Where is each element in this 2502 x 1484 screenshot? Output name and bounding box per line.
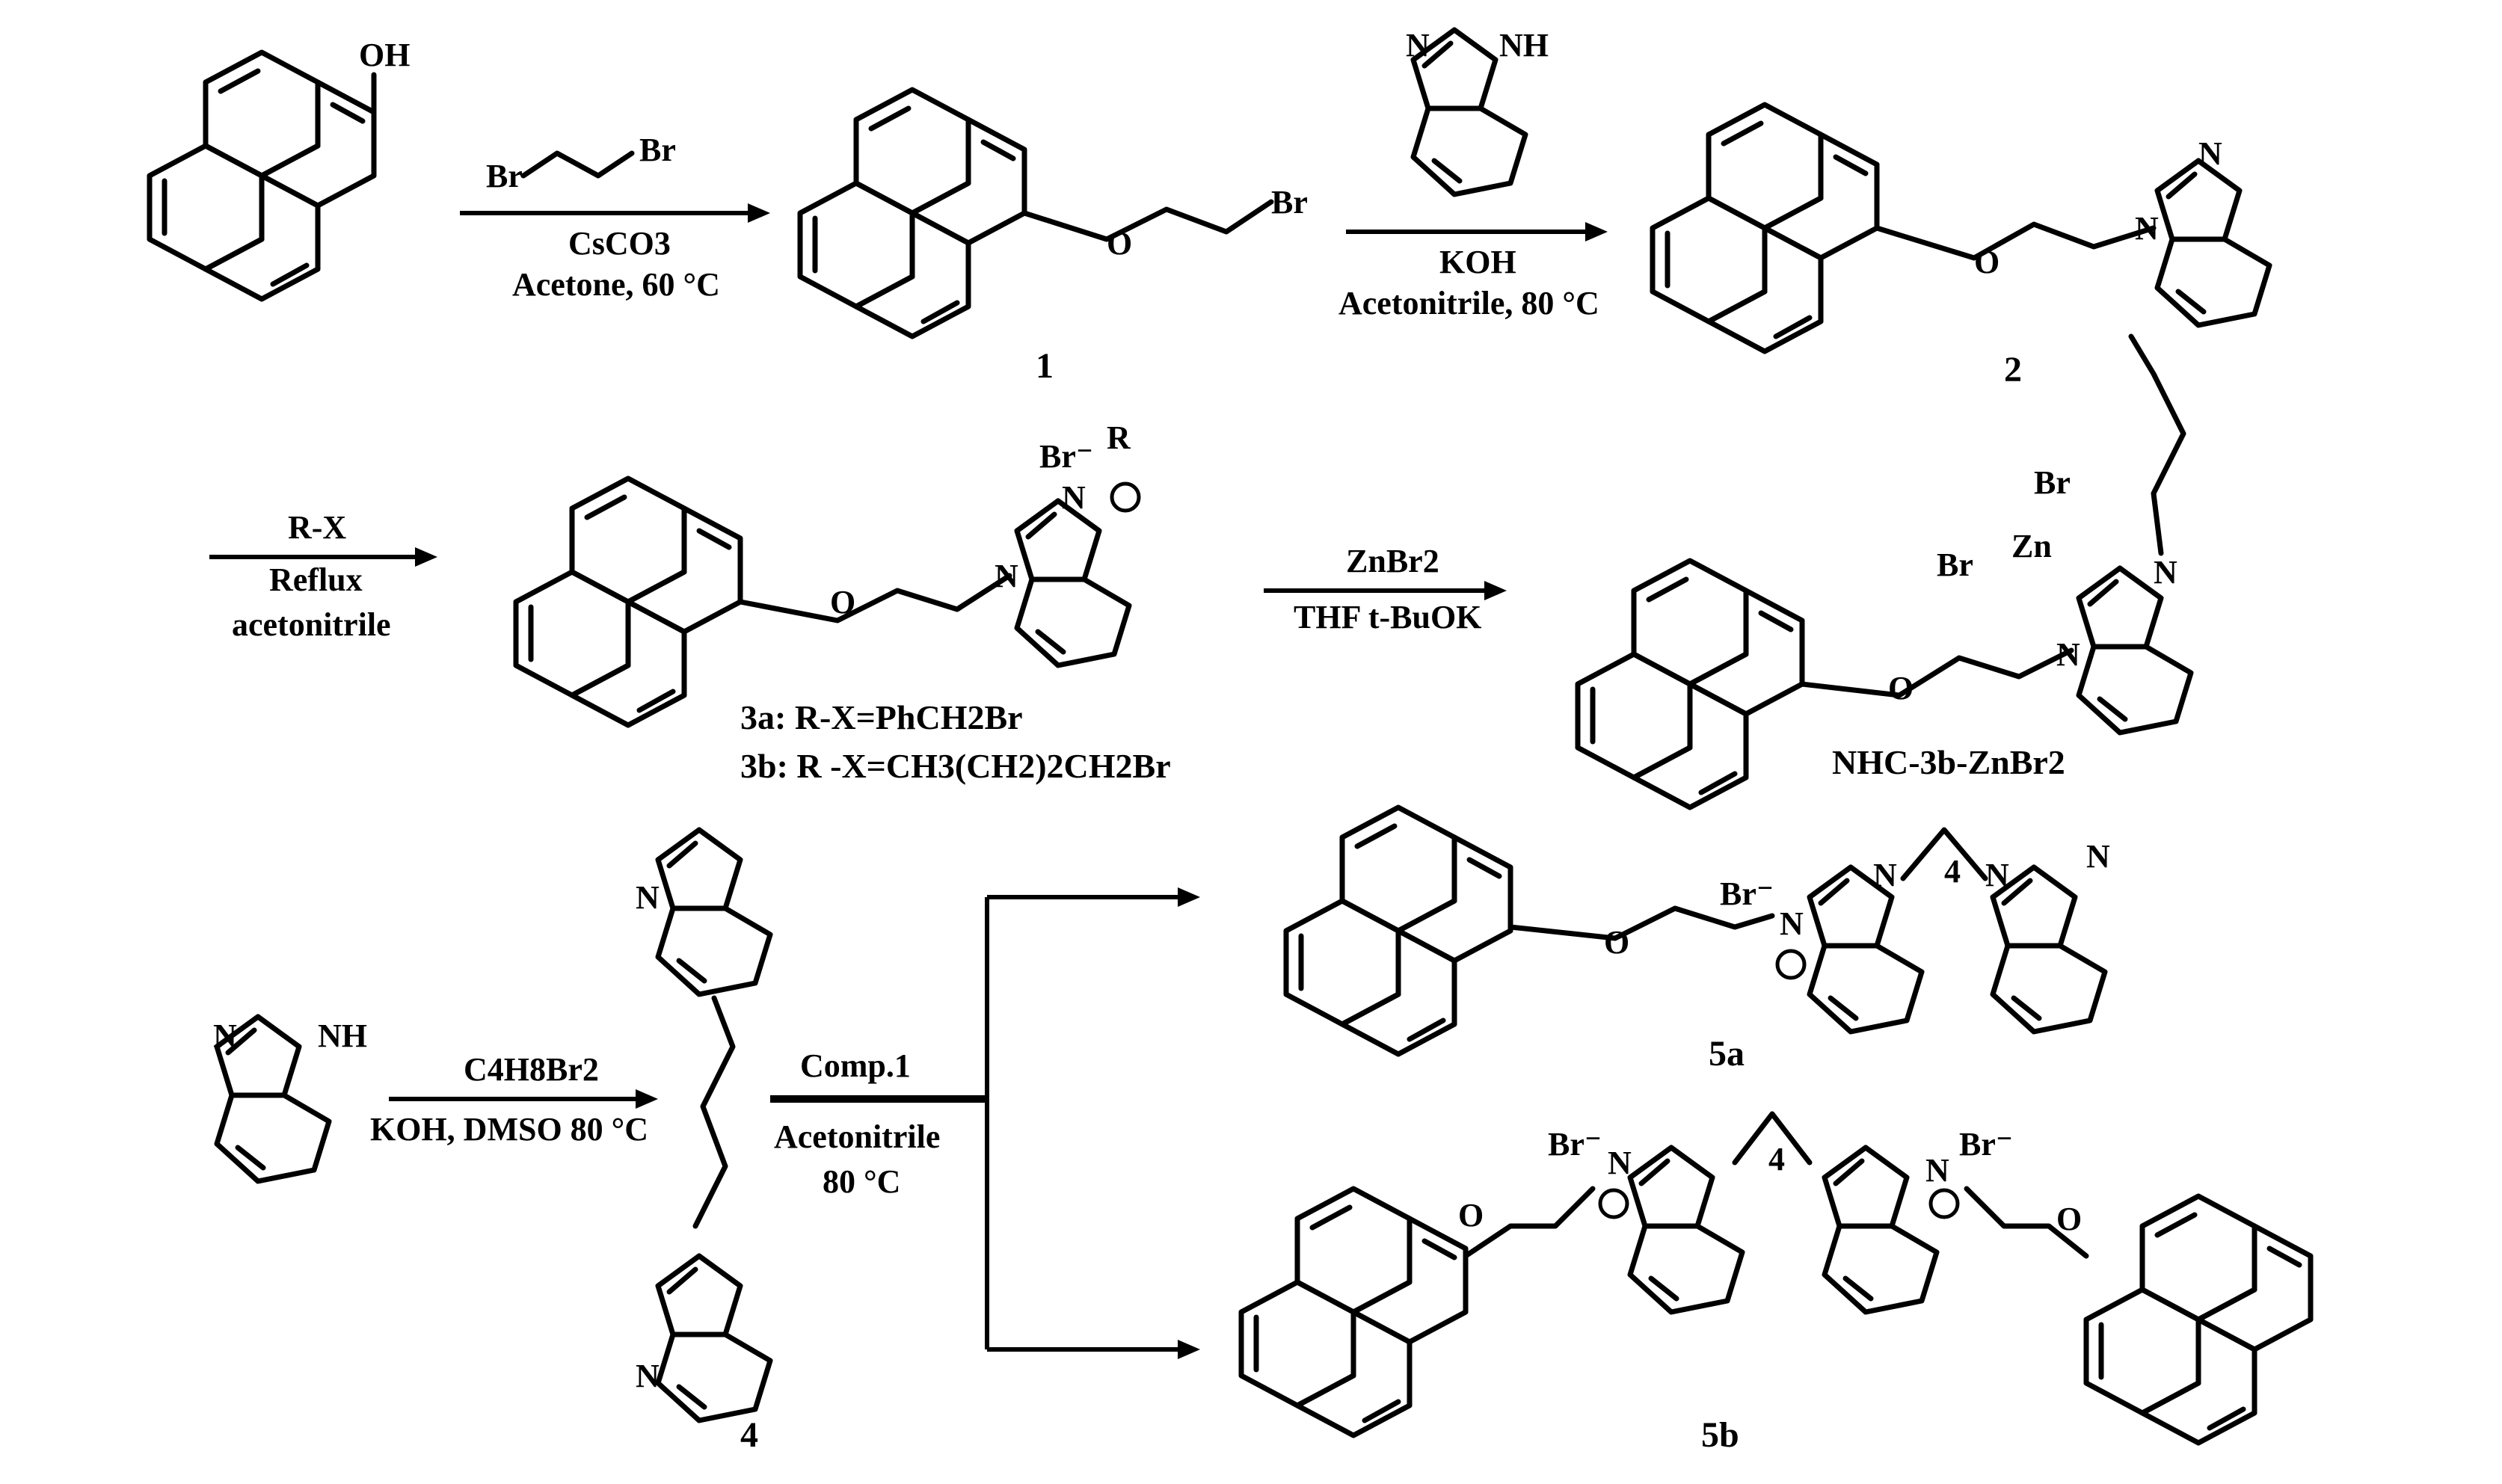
- c4-n-top: N: [636, 879, 660, 916]
- c5b-positive-charge-right-icon: [1928, 1188, 1960, 1219]
- c4-number: 4: [740, 1415, 758, 1455]
- c4-n-bottom: N: [636, 1358, 660, 1394]
- step3-conditions: R-X Reflux acetonitrile: [209, 509, 437, 643]
- step2-base: KOH: [1439, 244, 1516, 280]
- hydroxyl-label: OH: [359, 37, 410, 73]
- benzimidazole-start: N NH: [213, 1017, 367, 1181]
- c5b-linker-count: 4: [1768, 1141, 1785, 1177]
- c5b-oxygen-left: O: [1458, 1197, 1484, 1234]
- step6-conditions: Comp.1 Acetonitrile 80 °C: [770, 887, 1200, 1359]
- step2-n: N: [1406, 27, 1430, 64]
- compound-1: O Br 1: [800, 90, 1308, 386]
- c5b-oxygen-right: O: [2056, 1201, 2082, 1237]
- compound-5a: O Br⁻ N N 4 N N 5a: [1286, 807, 2110, 1074]
- c5b-bromide-right: Br⁻: [1959, 1126, 2013, 1163]
- step3-reflux: Reflux: [269, 561, 363, 598]
- c5a-n-linker: N: [1873, 857, 1897, 893]
- bzim-n: N: [213, 1017, 237, 1054]
- c5a-n-far: N: [2086, 838, 2110, 875]
- step4-solvent-base: THF t-BuOK: [1294, 599, 1481, 635]
- c5b-n-left: N: [1608, 1145, 1632, 1181]
- c2-number: 2: [2004, 350, 2022, 390]
- c5b-number: 5b: [1701, 1415, 1739, 1455]
- c5a-number: 5a: [1709, 1034, 1745, 1074]
- bzim-nh: NH: [318, 1017, 367, 1054]
- c1-oxygen: O: [1107, 225, 1132, 262]
- step6-solvent: Acetonitrile: [774, 1118, 940, 1155]
- nhc-label: NHC-3b-ZnBr2: [1832, 743, 2065, 781]
- step1-solvent: Acetone, 60 °C: [512, 266, 720, 303]
- c5b-bromide-left: Br⁻: [1548, 1126, 1602, 1163]
- c5b-positive-charge-left-icon: [1598, 1188, 1629, 1219]
- c2-oxygen: O: [1974, 244, 2000, 280]
- step5-conditions: C4H8Br2 KOH, DMSO 80 °C: [370, 1051, 658, 1148]
- c5a-linker-count: 4: [1944, 853, 1961, 890]
- c3-n-plus: N: [1062, 479, 1086, 516]
- c3-n: N: [995, 558, 1018, 594]
- step5-solvent: KOH, DMSO 80 °C: [370, 1111, 648, 1148]
- c5a-oxygen: O: [1604, 924, 1629, 961]
- step3-solvent: acetonitrile: [232, 606, 391, 643]
- step4-reagent: ZnBr2: [1346, 543, 1439, 579]
- step2-nh: NH: [1499, 27, 1549, 64]
- step1-reagent-br-right: Br: [639, 132, 676, 168]
- nhc-zn-complex: O N N Zn Br Br NHC-3b-ZnBr2: [1578, 333, 2191, 807]
- c5a-bromide: Br⁻: [1720, 875, 1774, 912]
- step5-reagent: C4H8Br2: [464, 1051, 599, 1088]
- step6-reagent: Comp.1: [800, 1047, 911, 1084]
- step1-conditions: Br Br CsCO3 Acetone, 60 °C: [460, 132, 770, 303]
- c3-bromide: Br⁻: [1039, 438, 1093, 475]
- nhc-bromine-top: Br: [2034, 464, 2071, 501]
- nhc-zinc: Zn: [2011, 528, 2052, 564]
- c1-bromine: Br: [1271, 184, 1308, 221]
- c2-n1: N: [2135, 210, 2159, 247]
- step4-conditions: ZnBr2 THF t-BuOK: [1264, 543, 1507, 635]
- step3-reagent: R-X: [288, 509, 346, 546]
- compound-5b: O Br⁻ N 4 N Br⁻ O 5b: [1241, 1111, 2311, 1455]
- pyrenol: OH: [150, 37, 410, 299]
- c3b-note: 3b: R -X=CH3(CH2)2CH2Br: [740, 747, 1171, 785]
- c1-number: 1: [1036, 346, 1054, 386]
- c3-r-group: R: [1107, 419, 1131, 456]
- c5b-n-right: N: [1925, 1152, 1949, 1189]
- c3a-note: 3a: R-X=PhCH2Br: [740, 698, 1023, 736]
- step2-solvent: Acetonitrile, 80 °C: [1338, 285, 1599, 321]
- step1-base: CsCO3: [568, 225, 671, 262]
- nhc-n1: N: [2154, 554, 2177, 591]
- c3-positive-charge-icon: [1110, 481, 1141, 513]
- step6-temperature: 80 °C: [823, 1163, 900, 1200]
- compound-4: N N 4: [636, 830, 770, 1455]
- compound-2: O N N 2: [1653, 105, 2269, 390]
- step1-reagent-br-left: Br: [486, 158, 523, 194]
- c3-oxygen: O: [830, 584, 855, 621]
- c2-n2: N: [2198, 135, 2222, 172]
- nhc-oxygen: O: [1888, 670, 1914, 706]
- step2-conditions: N NH KOH Acetonitrile, 80 °C: [1338, 27, 1608, 321]
- nhc-bromine-left: Br: [1937, 547, 1973, 583]
- c5a-n-plus: N: [1780, 905, 1804, 942]
- nhc-n2: N: [2056, 636, 2080, 673]
- compound-3: O N N Br⁻ R 3a: R-X=PhCH2Br 3b: R -X=CH3…: [516, 419, 1171, 785]
- c5a-positive-charge-icon: [1775, 949, 1807, 980]
